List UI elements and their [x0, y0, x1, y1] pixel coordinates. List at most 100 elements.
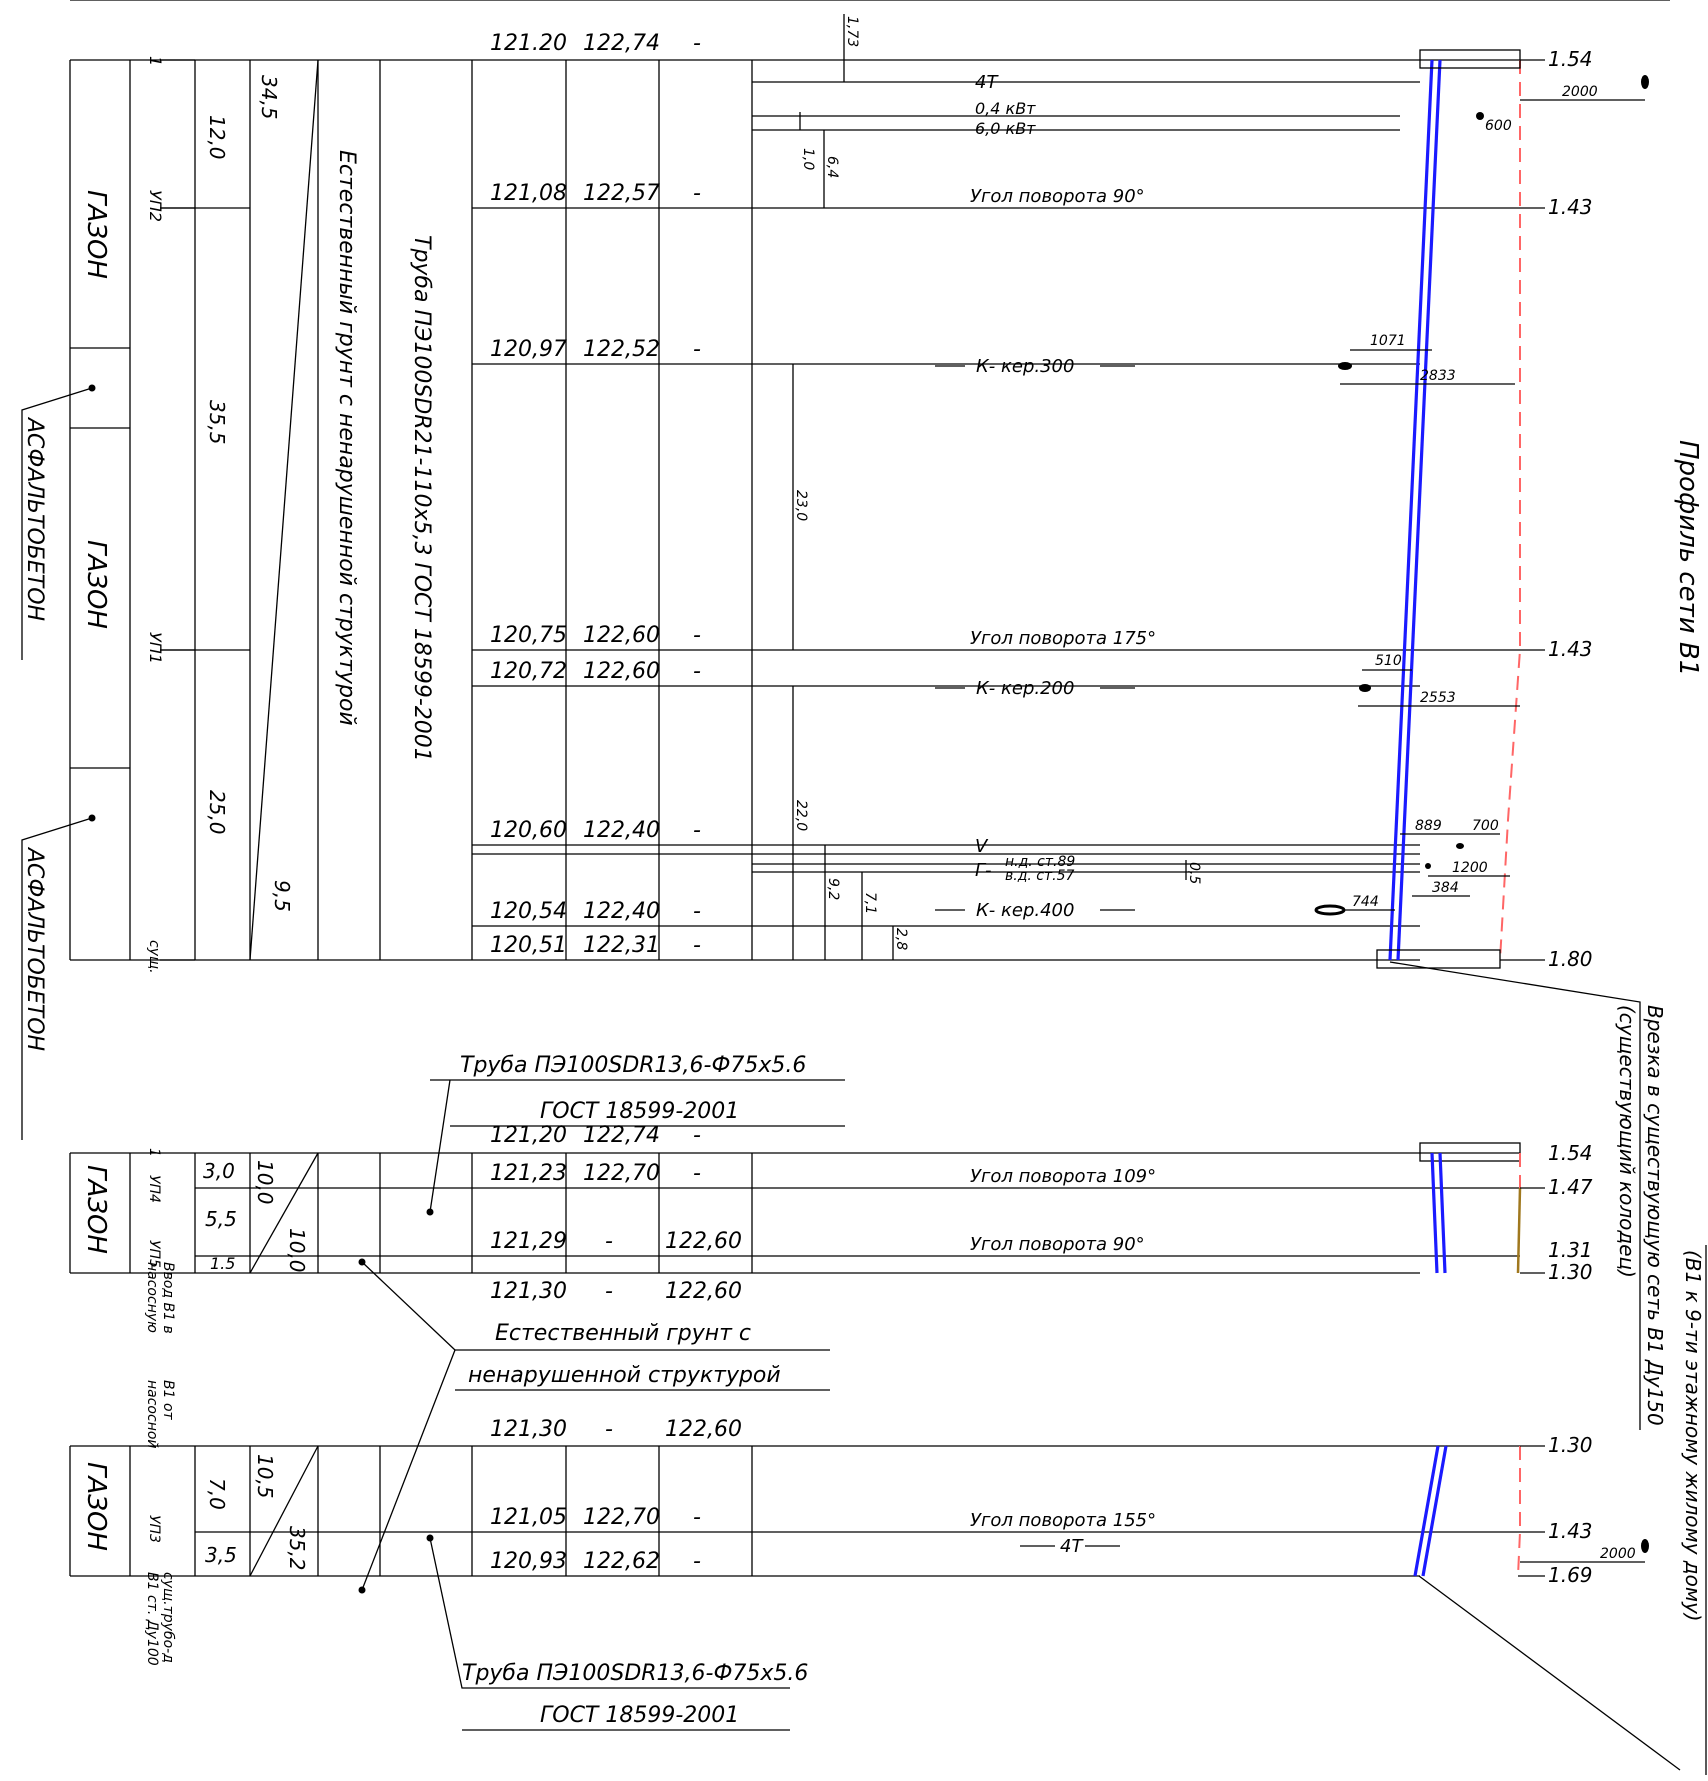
cross-g: Г-: [975, 860, 992, 881]
profile-3-table: [69, 1445, 1520, 1577]
p3-slope-0: 10,5: [253, 1454, 277, 1499]
elev-ground-5: 122,40: [583, 818, 660, 843]
length-35-5: 35,5: [205, 400, 229, 445]
elev-x-7: -: [693, 933, 701, 958]
p3-note-155: Угол поворота 155°: [970, 1510, 1156, 1531]
elev-pipe-3: 120,75: [490, 623, 567, 648]
main-elevations: 121.20 122,74 - 121,08 122,57 - 120,97 1…: [490, 31, 701, 958]
elev-ground-6: 122,40: [583, 899, 660, 924]
svg-text:-: -: [605, 1417, 613, 1442]
p3-dim-2000: 2000: [1600, 1546, 1636, 1562]
svg-text:122,74: 122,74: [583, 1123, 660, 1148]
pipe-label-main: Труба ПЭ100SDR21-110х5,3 ГОСТ 18599-2001: [409, 235, 434, 762]
svg-text:122,60: 122,60: [665, 1279, 742, 1304]
p2-elevations: 121,20 122,74 - 121,23 122,70 - 121,29 -…: [490, 1123, 742, 1304]
dim-92: 9,2: [825, 878, 841, 900]
depth-1: 1.43: [1548, 195, 1593, 219]
p2-depth-0: 1.54: [1548, 1141, 1593, 1165]
elev-ground-4: 122,60: [583, 659, 660, 684]
svg-text:120,93: 120,93: [490, 1549, 567, 1574]
p3-point-nas: насосной: [144, 1380, 160, 1449]
elev-x-3: -: [693, 623, 701, 648]
p2-len-0: 3,0: [203, 1159, 235, 1183]
length-12: 12,0: [205, 115, 229, 160]
p2-note-90: Угол поворота 90°: [970, 1234, 1145, 1255]
pipe-line-p3: [1413, 1445, 1440, 1577]
elev-ground-0: 122,74: [583, 31, 660, 56]
elev-pipe-6: 120,54: [490, 899, 567, 924]
elev-x-5: -: [693, 818, 701, 843]
svg-text:-: -: [693, 1123, 701, 1148]
pipe-line-main: [1388, 59, 1434, 961]
elev-x-0: -: [693, 31, 701, 56]
svg-text:121,20: 121,20: [490, 1123, 567, 1148]
asphalt-label-1: АСФАЛЬТОБЕТОН: [22, 416, 47, 621]
svg-text:121,30: 121,30: [490, 1279, 567, 1304]
house-note: (В1 к 9-ти этажному жилому дому): [1681, 1250, 1705, 1622]
note-ker400: К- кер.400: [976, 900, 1074, 921]
cross-v: V: [975, 836, 989, 857]
elev-ground-7: 122,31: [583, 933, 660, 958]
ground-line-p3: [1517, 1446, 1521, 1577]
p3-point-exist: сущ.трубо-д: [160, 1572, 176, 1663]
p2-note-109: Угол поворота 109°: [970, 1166, 1156, 1187]
p3-pipe-label-2: ГОСТ 18599-2001: [540, 1703, 739, 1728]
point-up2: УП2: [146, 190, 165, 222]
svg-text:121,30: 121,30: [490, 1417, 567, 1442]
svg-text:122,60: 122,60: [665, 1229, 742, 1254]
elev-x-1: -: [693, 181, 701, 206]
dim-10: 1,0: [800, 148, 816, 170]
p3-depth-0: 1.30: [1548, 1433, 1593, 1457]
asphalt-label-2: АСФАЛЬТОБЕТОН: [22, 846, 47, 1051]
note-turn-175: Угол поворота 175°: [970, 628, 1156, 649]
svg-text:-: -: [605, 1279, 613, 1304]
p3-elevations: 121,30 - 122,60 121,05 122,70 - 120,93 1…: [490, 1417, 742, 1574]
dim-744: 744: [1352, 894, 1379, 910]
dim-05: 0,5: [1186, 862, 1202, 884]
elev-pipe-1: 121,08: [490, 181, 567, 206]
note-ker200: К- кер.200: [976, 678, 1074, 699]
p3-point-b1: В1 от: [160, 1380, 176, 1421]
p2-pipe-label-2: ГОСТ 18599-2001: [540, 1099, 739, 1124]
dim-889: 889: [1415, 818, 1442, 834]
svg-text:-: -: [693, 1161, 701, 1186]
p2-len-2: 1.5: [210, 1254, 235, 1273]
soil-label-2: ненарушенной структурой: [468, 1363, 781, 1388]
svg-text:122,62: 122,62: [583, 1549, 660, 1574]
dim-2000: 2000: [1562, 84, 1598, 100]
p3-pipe-label-1: Труба ПЭ100SDR13,6-Ф75х5.6: [462, 1661, 808, 1686]
soil-label-1: Естественный грунт с: [495, 1321, 751, 1346]
p3-point-up3: УП3: [146, 1515, 162, 1543]
p3-surface: ГАЗОН: [81, 1462, 111, 1551]
connect-note-1: Врезка в существующую сеть В1 Ду150: [1643, 1005, 1667, 1426]
dim-1200: 1200: [1452, 860, 1488, 876]
elev-pipe-7: 120,51: [490, 933, 567, 958]
elev-x-6: -: [693, 899, 701, 924]
well-top-p2: [1419, 1142, 1521, 1162]
surface-gazon-1: ГАЗОН: [81, 190, 111, 279]
ground-line-p2: [1516, 1187, 1522, 1274]
profile-2-table: [69, 1079, 1520, 1274]
dim-510: 510: [1375, 653, 1402, 669]
point-up1: УП1: [146, 632, 165, 664]
svg-text:121,05: 121,05: [490, 1505, 567, 1530]
surface-gazon-2: ГАЗОН: [81, 540, 111, 629]
p2-len-1: 5,5: [205, 1207, 237, 1231]
svg-text:122,70: 122,70: [583, 1505, 660, 1530]
slope-9-5: 9,5: [270, 880, 294, 912]
slope-34-5: 34,5: [257, 75, 281, 120]
dim-2553: 2553: [1420, 690, 1456, 706]
p3-depth-2: 1.69: [1548, 1563, 1593, 1587]
p2-point-up4: УП4: [146, 1175, 162, 1203]
elev-x-2: -: [693, 337, 701, 362]
svg-text:122,70: 122,70: [583, 1161, 660, 1186]
well-bottom-main: [1376, 949, 1501, 969]
dim-64: 6,4: [824, 156, 840, 178]
connect-note-2: (существующий колодец): [1615, 1005, 1639, 1278]
dim-600: 600: [1485, 118, 1512, 134]
dim-173: 1,73: [844, 16, 860, 47]
p2-point-1: 1: [146, 1148, 162, 1157]
cross-04kv: 0,4 кВт: [975, 99, 1036, 118]
dim-71: 7,1: [862, 892, 878, 914]
p2-vvod-2: насосную: [144, 1262, 160, 1333]
